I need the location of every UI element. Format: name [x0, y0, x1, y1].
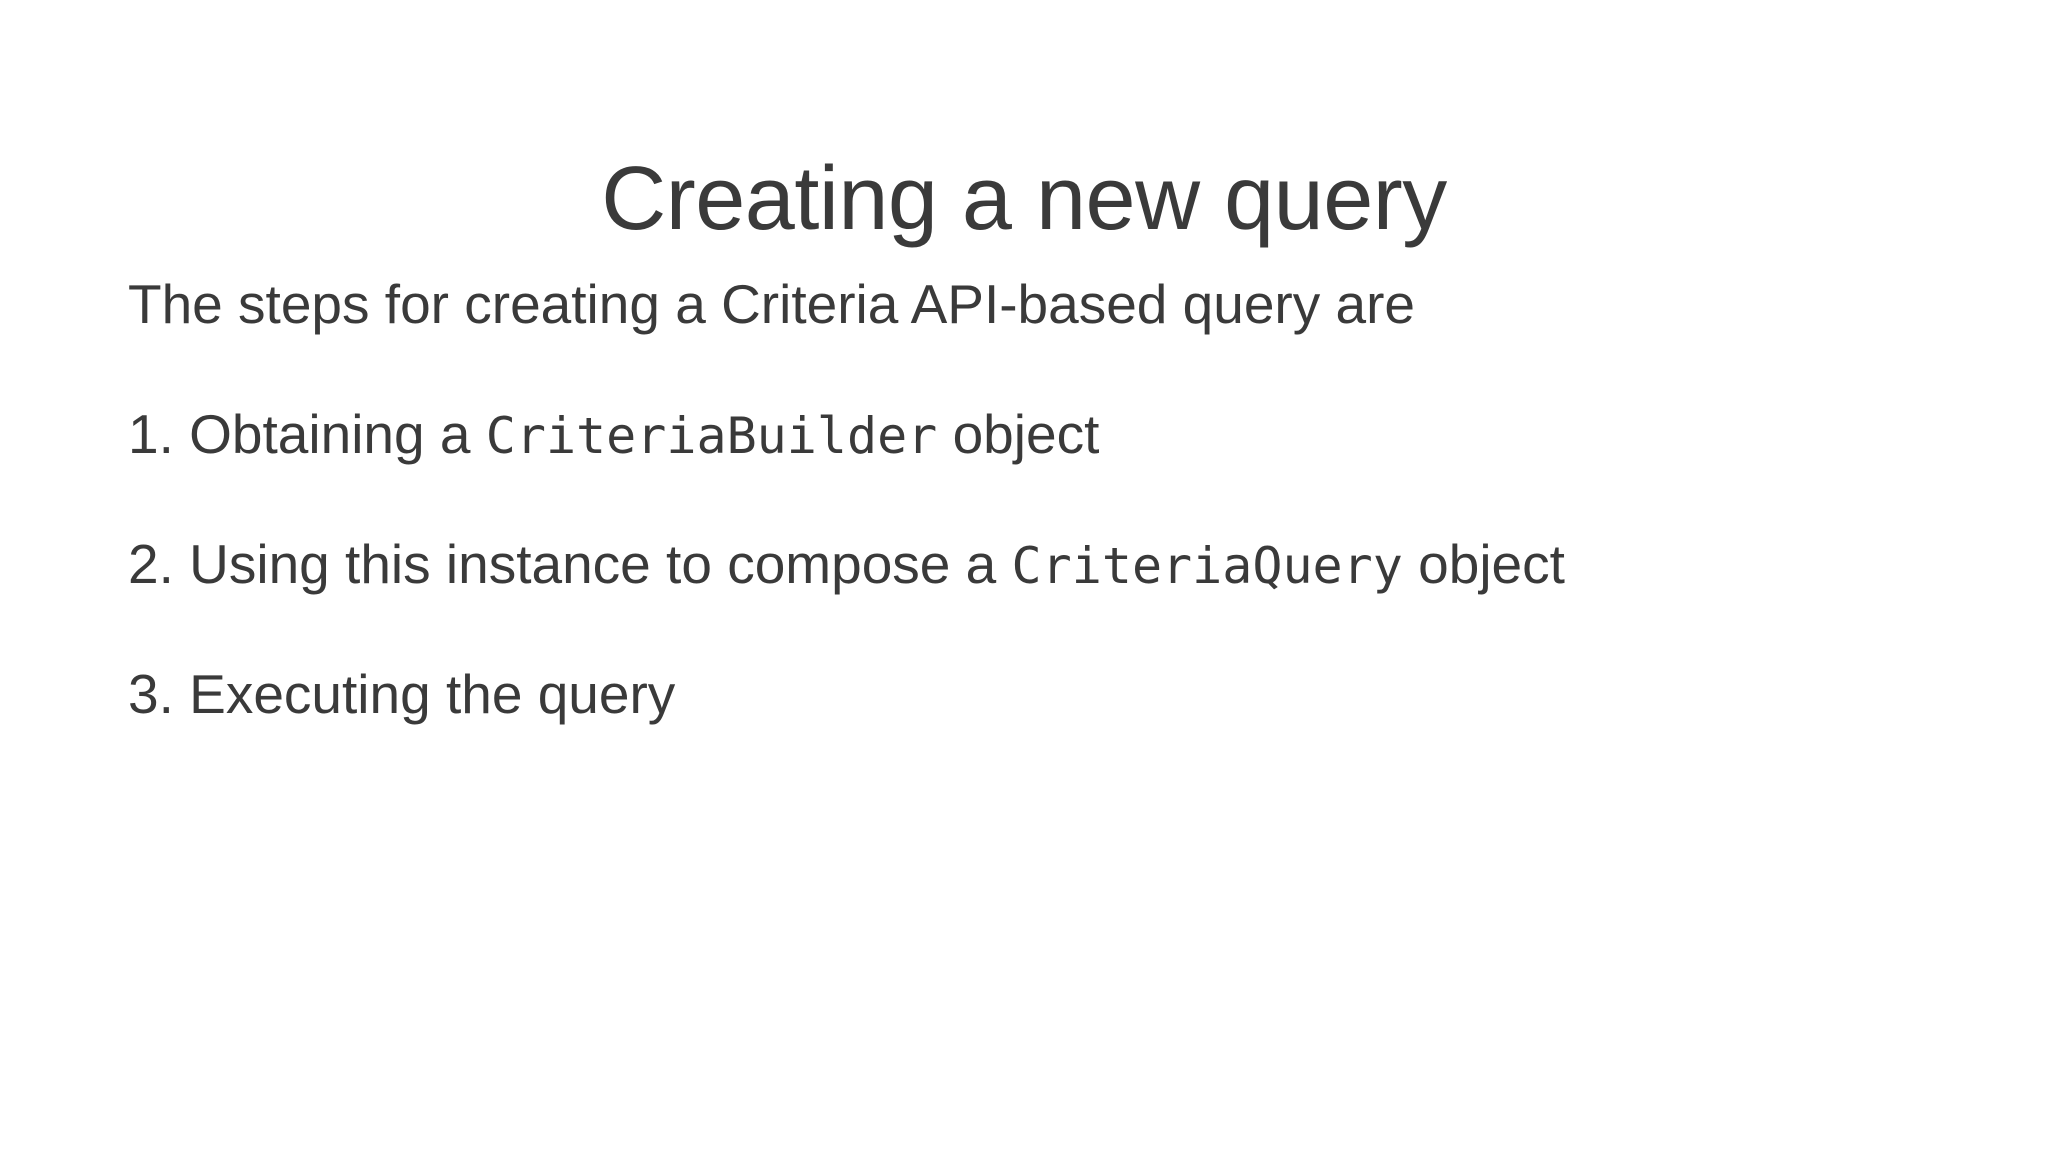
step-1-code-term: CriteriaBuilder	[485, 407, 938, 465]
list-item: 3.Executing the query	[128, 662, 1928, 727]
step-1-number: 1.	[128, 403, 174, 465]
step-1-text-after: object	[952, 403, 1100, 465]
slide-body: The steps for creating a Criteria API-ba…	[128, 272, 1928, 727]
body-intro-text: The steps for creating a Criteria API-ba…	[128, 273, 1416, 335]
step-2-text-before: Using this instance to compose a	[189, 533, 997, 595]
step-3-number: 3.	[128, 663, 174, 725]
body-intro-line: The steps for creating a Criteria API-ba…	[128, 272, 1928, 337]
step-1-text-before: Obtaining a	[189, 403, 471, 465]
slide-title: Creating a new query	[601, 149, 1447, 250]
step-2-text-after: object	[1418, 533, 1565, 595]
step-2-code-term: CriteriaQuery	[1011, 537, 1403, 595]
step-3-text-before: Executing the query	[189, 663, 676, 725]
step-2-number: 2.	[128, 533, 174, 595]
